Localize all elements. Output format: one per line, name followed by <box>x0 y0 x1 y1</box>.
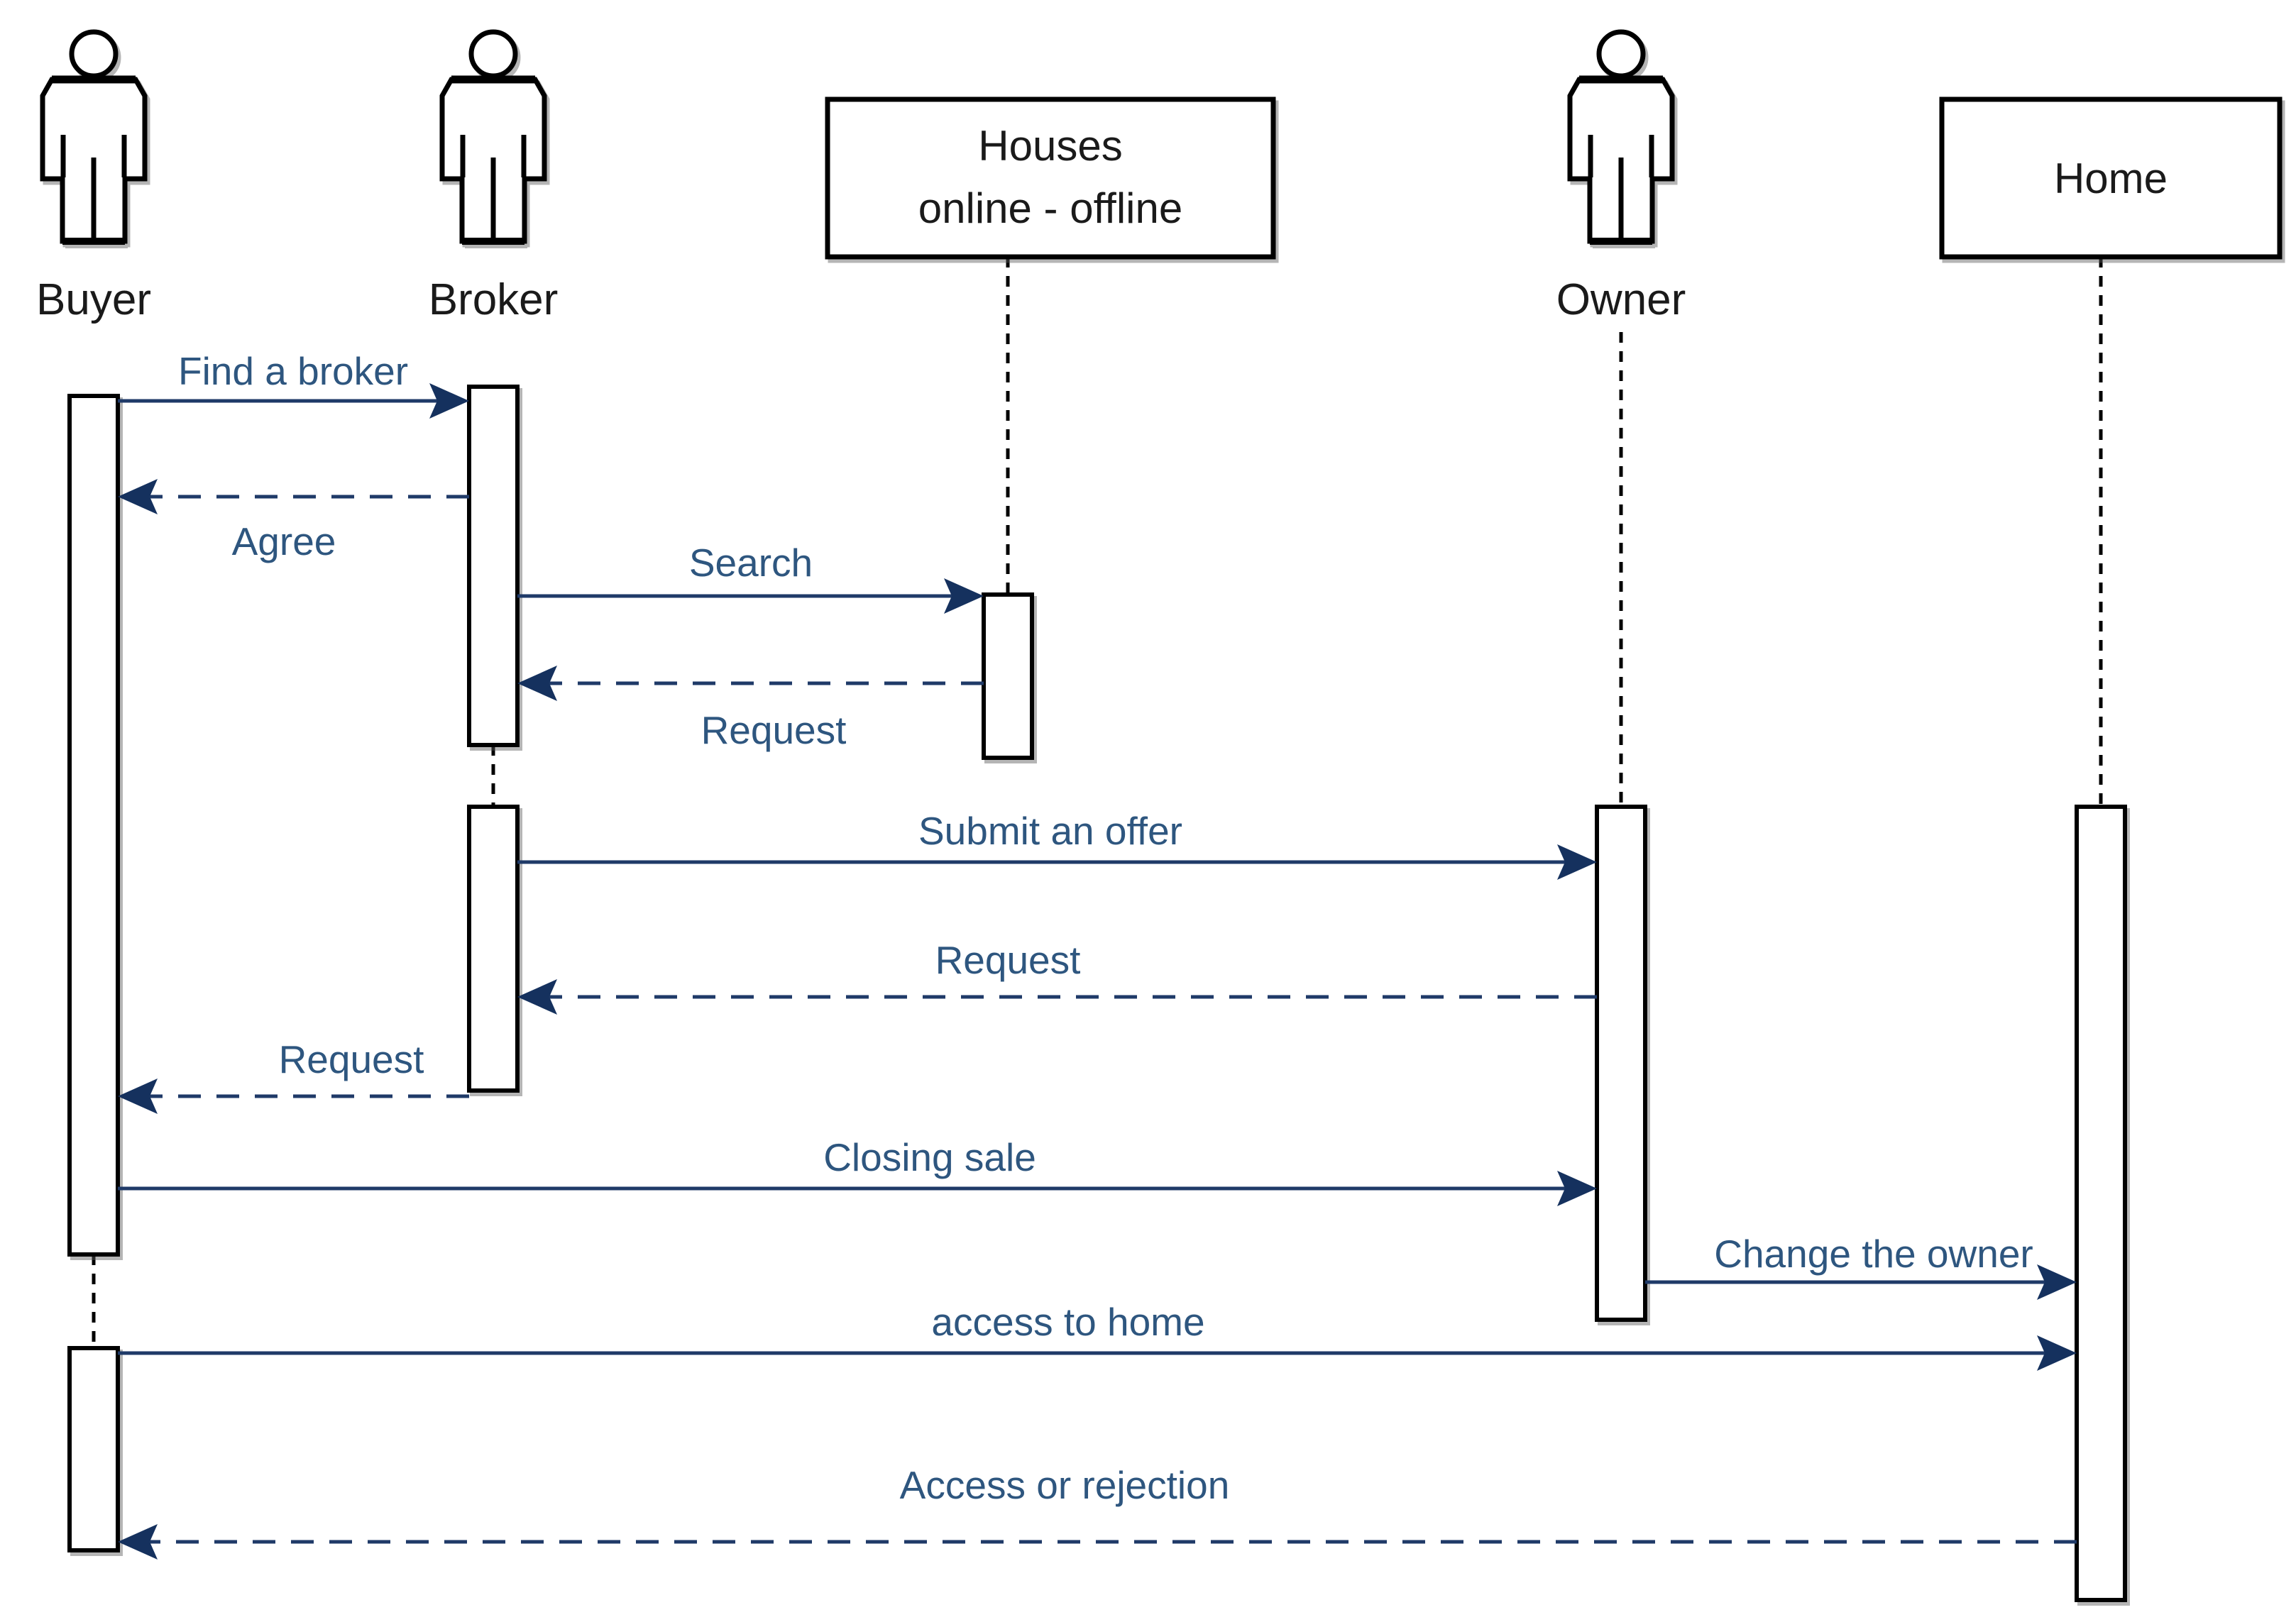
person-icon <box>40 29 148 245</box>
participant-box-houses <box>825 96 1276 260</box>
arrowhead-left-icon <box>118 1524 158 1560</box>
participant-label-broker: Broker <box>429 275 559 324</box>
participant-home: Home <box>1939 96 2283 260</box>
message-label: Request <box>935 938 1081 982</box>
arrowhead-right-icon <box>429 383 469 419</box>
activation-bar-houses-1 <box>982 592 1034 760</box>
participant-buyer: Buyer <box>36 29 151 324</box>
person-icon <box>1567 29 1675 245</box>
participant-label-houses-line2: online - offline <box>918 184 1182 232</box>
activation-bar-broker-1 <box>467 385 520 747</box>
message-label: Access or rejection <box>900 1463 1230 1507</box>
message-submit-an-offer: Submit an offer <box>517 809 1597 880</box>
message-access-to-home: access to home <box>118 1300 2077 1371</box>
message-access-or-rejection: Access or rejection <box>118 1463 2077 1560</box>
arrowhead-right-icon <box>1557 1171 1597 1206</box>
message-label: Request <box>701 708 847 752</box>
message-label: Search <box>689 541 813 585</box>
message-find-a-broker: Find a broker <box>118 349 469 419</box>
arrowhead-right-icon <box>2037 1335 2077 1371</box>
message-request-houses-to-broker: Request <box>517 666 984 752</box>
arrowhead-left-icon <box>118 479 158 514</box>
message-change-the-owner: Change the owner <box>1645 1232 2077 1300</box>
message-label: Find a broker <box>178 349 408 393</box>
message-request-owner-to-broker: Request <box>517 938 1597 1015</box>
participant-label-houses-line1: Houses <box>978 122 1122 170</box>
person-head-icon <box>69 29 119 79</box>
message-label: Request <box>279 1037 424 1081</box>
arrowhead-left-icon <box>118 1078 158 1114</box>
participant-owner: Owner <box>1556 29 1686 324</box>
message-label: Submit an offer <box>918 809 1182 853</box>
person-icon <box>439 29 547 245</box>
participant-broker: Broker <box>429 29 559 324</box>
activation-bar-home-1 <box>2075 805 2127 1602</box>
participant-box-home <box>1939 96 2283 260</box>
message-label: access to home <box>931 1300 1204 1344</box>
arrowhead-left-icon <box>517 666 557 701</box>
participant-label-buyer: Buyer <box>36 275 151 324</box>
message-closing-sale: Closing sale <box>118 1135 1597 1206</box>
message-label: Closing sale <box>823 1135 1036 1179</box>
participant-label-owner: Owner <box>1556 275 1686 324</box>
arrowhead-right-icon <box>2037 1264 2077 1300</box>
message-agree: Agree <box>118 479 469 563</box>
activation-bar-buyer-1 <box>67 394 120 1257</box>
arrowhead-right-icon <box>1557 844 1597 880</box>
activation-bar-broker-2 <box>467 805 520 1093</box>
person-head-icon <box>468 29 518 79</box>
participant-houses: Houses online - offline <box>825 96 1276 260</box>
message-search: Search <box>517 541 984 614</box>
message-request-broker-to-buyer: Request <box>118 1037 469 1114</box>
message-label: Agree <box>232 519 336 563</box>
message-label: Change the owner <box>1714 1232 2033 1276</box>
activation-bar-buyer-2 <box>67 1346 120 1552</box>
activation-bar-owner-1 <box>1595 805 1647 1322</box>
person-head-icon <box>1596 29 1646 79</box>
arrowhead-right-icon <box>944 578 984 614</box>
participant-label-home: Home <box>2054 155 2168 202</box>
arrowhead-left-icon <box>517 979 557 1015</box>
